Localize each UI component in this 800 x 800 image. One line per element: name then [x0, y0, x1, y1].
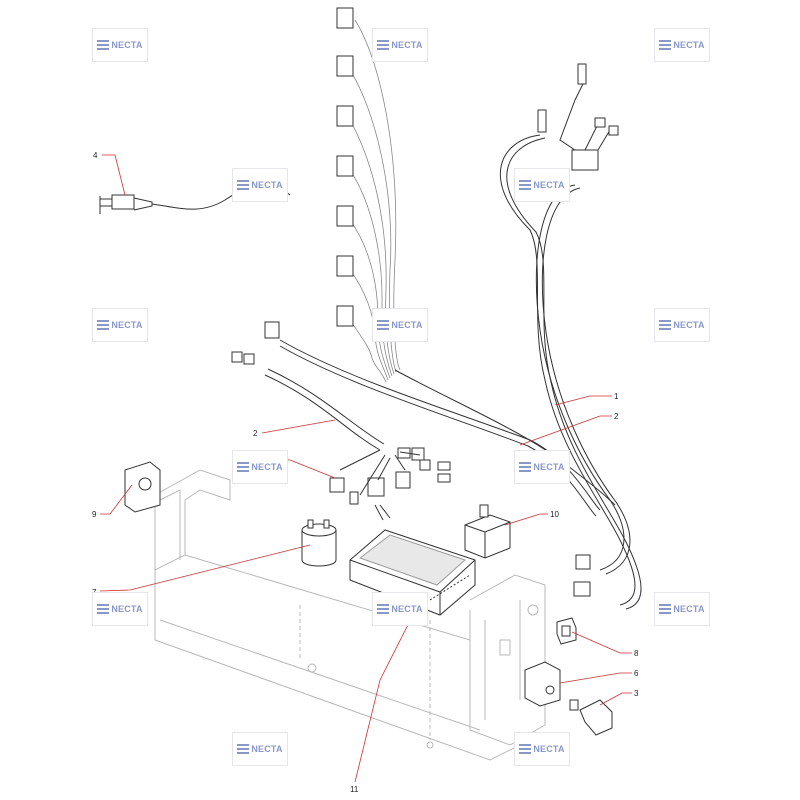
callout-8: 8: [634, 649, 639, 658]
callout-9: 9: [92, 510, 97, 519]
cable-harness-2: [264, 339, 616, 517]
part-7-capacitor: [301, 519, 337, 567]
necta-logo-icon: [237, 744, 250, 754]
part-10-relay: [464, 504, 511, 559]
callout-2-right: 2: [614, 412, 619, 421]
callout-2-left: 2: [253, 429, 258, 438]
watermark-logo: NECTA: [514, 732, 570, 766]
watermark-logo: NECTA: [92, 592, 148, 626]
watermark-logo: NECTA: [92, 308, 148, 342]
watermark-logo: NECTA: [92, 28, 148, 62]
leader-lines: [99, 154, 632, 783]
cable-harness-1: [500, 79, 642, 610]
part-9-outlet: [124, 461, 161, 513]
watermark-logo: NECTA: [372, 28, 428, 62]
watermark-text: NECTA: [533, 462, 565, 472]
necta-logo-icon: [97, 40, 110, 50]
watermark-text: NECTA: [391, 604, 423, 614]
watermark-logo: NECTA: [654, 308, 710, 342]
watermark-logo: NECTA: [372, 592, 428, 626]
part-11-power-supply: [349, 529, 476, 616]
chassis-frame: [154, 469, 546, 761]
vertical-harness-connectors: [336, 7, 354, 327]
part-3-knob: [569, 699, 613, 736]
watermark-logo: NECTA: [232, 450, 288, 484]
watermark-text: NECTA: [391, 40, 423, 50]
callout-11: 11: [350, 785, 359, 794]
callout-10: 10: [550, 510, 559, 519]
necta-logo-icon: [659, 604, 672, 614]
watermark-logo: NECTA: [514, 450, 570, 484]
callout-6: 6: [634, 669, 639, 678]
necta-logo-icon: [519, 744, 532, 754]
watermark-logo: NECTA: [232, 732, 288, 766]
watermark-text: NECTA: [391, 320, 423, 330]
necta-logo-icon: [519, 180, 532, 190]
watermark-logo: NECTA: [372, 308, 428, 342]
necta-logo-icon: [237, 462, 250, 472]
necta-logo-icon: [377, 320, 390, 330]
watermark-text: NECTA: [533, 744, 565, 754]
harness-left-connectors: [231, 321, 280, 365]
necta-logo-icon: [237, 180, 250, 190]
watermark-text: NECTA: [673, 40, 705, 50]
watermark-text: NECTA: [111, 604, 143, 614]
watermark-text: NECTA: [111, 320, 143, 330]
callout-1: 1: [614, 392, 619, 401]
part-6-holder: [524, 661, 561, 707]
watermark-text: NECTA: [673, 604, 705, 614]
watermark-text: NECTA: [251, 744, 283, 754]
necta-logo-icon: [377, 40, 390, 50]
necta-logo-icon: [519, 462, 532, 472]
watermark-logo: NECTA: [232, 168, 288, 202]
necta-logo-icon: [377, 604, 390, 614]
watermark-text: NECTA: [673, 320, 705, 330]
necta-logo-icon: [659, 40, 672, 50]
callout-3: 3: [634, 689, 639, 698]
callout-4: 4: [93, 151, 98, 160]
watermark-logo: NECTA: [514, 168, 570, 202]
watermark-text: NECTA: [251, 462, 283, 472]
connector-group-top-right: [537, 63, 619, 597]
necta-logo-icon: [97, 604, 110, 614]
necta-logo-icon: [97, 320, 110, 330]
watermark-logo: NECTA: [654, 28, 710, 62]
watermark-text: NECTA: [111, 40, 143, 50]
connector-cluster-5: [329, 447, 451, 521]
part-8-switch: [556, 617, 577, 645]
watermark-text: NECTA: [251, 180, 283, 190]
watermark-logo: NECTA: [654, 592, 710, 626]
necta-logo-icon: [659, 320, 672, 330]
watermark-text: NECTA: [533, 180, 565, 190]
